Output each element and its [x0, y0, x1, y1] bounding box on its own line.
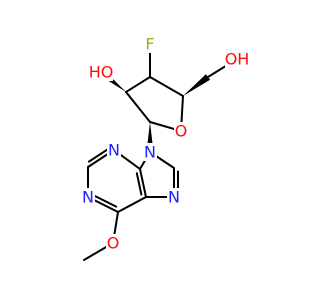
atom-n7: N — [167, 188, 181, 207]
svg-text:OH: OH — [225, 50, 250, 69]
atom-n9: N — [143, 143, 157, 162]
svg-text:N: N — [144, 143, 156, 162]
atom-n3: N — [107, 141, 121, 160]
svg-text:N: N — [82, 188, 94, 207]
bond-c4-ch2-wedge — [183, 74, 211, 96]
bond-c4-c3 — [149, 76, 184, 97]
svg-text:O: O — [107, 234, 120, 253]
svg-text:N: N — [108, 141, 120, 160]
bond-n3-c2-double — [87, 147, 110, 163]
svg-text:F: F — [145, 35, 154, 54]
svg-text:O: O — [175, 122, 188, 141]
bond-c4-c5-double — [135, 172, 143, 196]
atom-f: F — [143, 35, 157, 54]
bond-c2-c1 — [125, 91, 151, 123]
bond-c3-c2 — [125, 76, 151, 93]
bond-n1-c6-double — [92, 194, 118, 208]
atom-o-methoxy: O — [106, 234, 120, 253]
atom-oh-right: OH — [225, 50, 250, 69]
svg-text:HO: HO — [89, 63, 114, 82]
bond-c6-c5 — [117, 196, 147, 213]
atom-n1: N — [81, 188, 95, 207]
atom-o-ring: O — [174, 122, 188, 141]
svg-text:N: N — [168, 188, 180, 207]
bond-c5-c4 — [139, 168, 147, 198]
atom-oh-left: HO — [89, 63, 114, 82]
